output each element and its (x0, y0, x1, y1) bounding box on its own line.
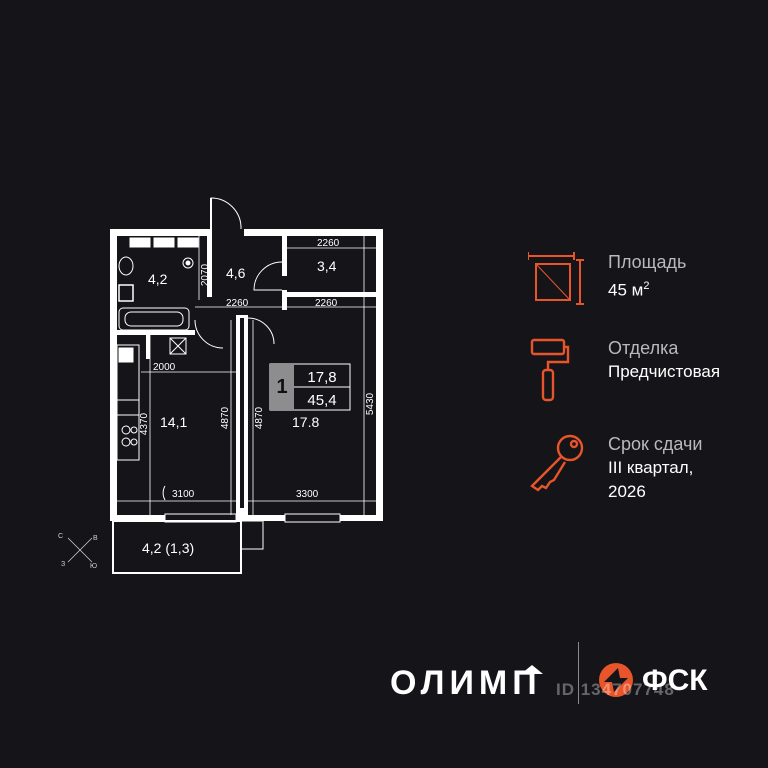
compass-west: З (61, 561, 65, 568)
apartment-badge: 1 17,8 45,4 (269, 363, 351, 411)
fsk-logo-text: ФСК (642, 664, 708, 697)
room-area-kitchen: 14,1 (160, 414, 187, 430)
area-label: Площадь (608, 252, 687, 272)
dim-corridor-left: 4870 (220, 406, 231, 429)
watermark: ID 134707748 (556, 680, 675, 699)
paint-roller-icon (530, 338, 570, 402)
info-area: Площадь 45 м2 (528, 250, 686, 308)
badge-total-area: 45,4 (307, 392, 336, 409)
info-deadline: Срок сдачи III квартал, 2026 (528, 432, 702, 501)
area-icon (528, 252, 584, 305)
finish-label: Отделка (608, 338, 679, 358)
dim-storage-height: 1510 (373, 264, 384, 287)
dim-hall-height: 2070 (200, 263, 211, 286)
room-area-bathroom: 4,2 (148, 271, 168, 287)
badge-room-count: 1 (276, 376, 287, 398)
walls (110, 229, 383, 521)
room-area-hall: 4,6 (226, 265, 246, 281)
balcony-outline (112, 520, 264, 574)
deadline-label: Срок сдачи (608, 434, 703, 454)
olimp-roof-icon (521, 665, 543, 674)
dim-hall-width: 2260 (226, 298, 249, 309)
room-area-balcony: 4,2 (1,3) (142, 540, 194, 556)
dim-kitchen-bottom: 3100 (172, 489, 195, 500)
fsk-logo: ФСК (596, 650, 736, 720)
fixtures (116, 237, 199, 461)
deadline-value-1: III квартал, (608, 458, 694, 477)
deadline-value-2: 2026 (608, 482, 646, 501)
doors (162, 197, 283, 501)
dim-room-height: 5430 (365, 392, 376, 415)
room-area-living: 17.8 (292, 414, 319, 430)
dim-kitchen-height: 4370 (139, 412, 150, 435)
dim-kitchen-width: 2000 (153, 362, 176, 373)
dim-storage-width: 2260 (317, 238, 340, 249)
compass-south: Ю (90, 563, 97, 570)
key-icon (530, 434, 584, 492)
dim-room-top: 2260 (315, 298, 338, 309)
dim-corridor-right: 4870 (254, 406, 265, 429)
compass (67, 537, 93, 563)
dimension-lines (117, 236, 376, 515)
logo-divider (578, 642, 579, 704)
fsk-logo-icon (599, 663, 633, 697)
dim-room-bottom: 3300 (296, 489, 319, 500)
olimp-logo-text: ОЛИМП (390, 664, 542, 702)
badge-living-area: 17,8 (307, 369, 336, 386)
finish-value: Предчистовая (608, 362, 721, 381)
olimp-logo: ОЛИМП (390, 650, 565, 720)
compass-north: С (58, 533, 63, 540)
info-finish: Отделка Предчистовая (528, 336, 720, 406)
area-value: 45 м2 (608, 280, 650, 300)
compass-east: В (93, 535, 98, 542)
room-area-storage: 3,4 (317, 258, 337, 274)
